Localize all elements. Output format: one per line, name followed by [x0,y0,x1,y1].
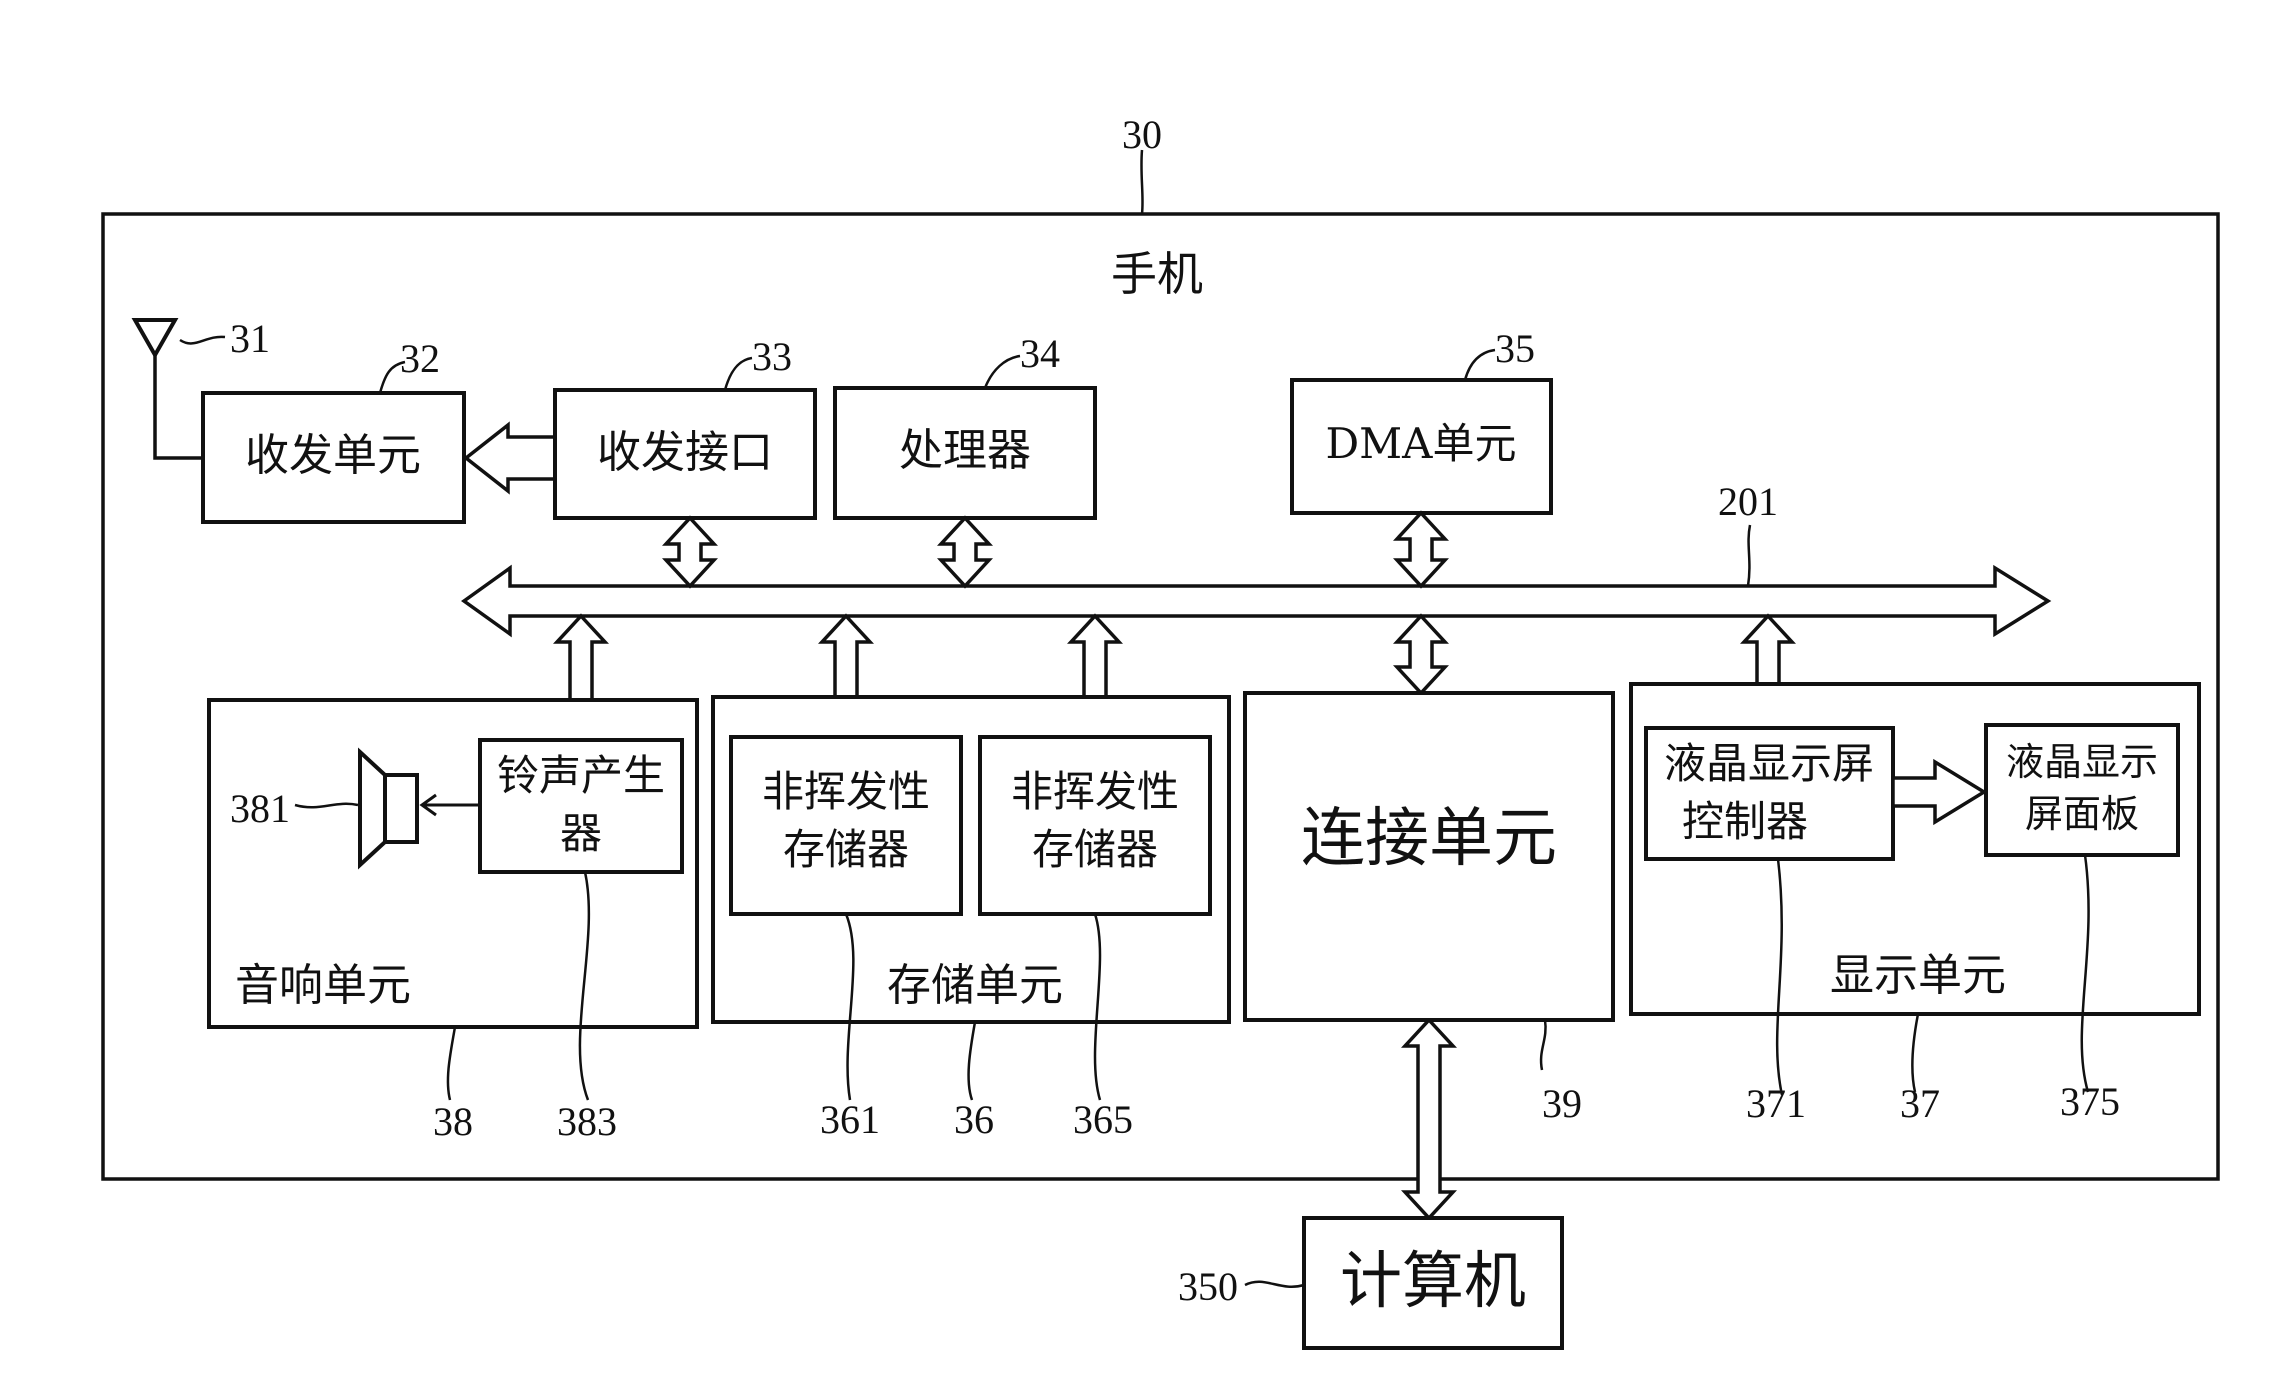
processor-label: 处理器 [899,425,1031,476]
leader-381 [294,802,359,809]
arrow-dma-bus [1393,510,1449,589]
ref-365: 365 [1073,1097,1133,1142]
ref-39: 39 [1542,1081,1582,1126]
ref-383: 383 [557,1099,617,1144]
connection-unit-label: 连接单元 [1301,802,1557,876]
ref-201: 201 [1718,479,1778,524]
display-unit-label: 显示单元 [1830,950,2006,1001]
bus-connection-arrows [553,510,1796,1221]
leader-371 [1775,858,1784,1096]
lcd-panel-label-1: 液晶显示 [2006,740,2158,784]
ref-37: 37 [1900,1081,1940,1126]
phone-boundary [101,212,2220,1181]
computer-label: 计算机 [1340,1244,1526,1317]
antenna-icon [131,318,203,460]
lcd-panel-box [1984,723,2180,857]
ref-38: 38 [433,1099,473,1144]
leader-361 [844,913,855,1101]
transceiver-interface-label: 收发接口 [597,427,773,478]
ref-30: 30 [1122,112,1162,157]
leader-39 [1539,1019,1547,1071]
ref-33: 33 [752,334,792,379]
leader-365 [1093,913,1102,1101]
dma-unit-label: DMA单元 [1325,419,1516,468]
ref-34: 34 [1020,331,1060,376]
leader-34 [983,354,1021,389]
interface-to-transceiver-arrow [463,421,557,495]
ref-381: 381 [230,786,290,831]
leader-33 [723,356,753,391]
system-bus-arrow [460,564,2052,638]
leader-201 [1746,524,1752,587]
ref-371: 371 [1746,1081,1806,1126]
processor-box [833,386,1097,520]
ringtone-to-speaker-arrow [419,793,480,817]
dma-unit-box [1290,378,1553,515]
lcd-controller-label-1: 液晶显示屏 [1664,739,1874,788]
nvm-1-label-2: 存储器 [783,825,909,874]
ringtone-generator-label-2: 器 [560,809,602,858]
lcd-controller-label-2: 控制器 [1682,797,1808,846]
ref-361: 361 [820,1097,880,1142]
lcd-controller-box [1644,726,1895,861]
ref-35: 35 [1495,326,1535,371]
speaker-icon [358,747,419,870]
controller-to-panel-arrow [1891,758,1988,826]
leader-383 [578,871,591,1101]
ref-375: 375 [2060,1079,2120,1124]
leader-36 [967,1021,977,1101]
arrow-connection-computer [1401,1017,1457,1221]
leader-32 [378,360,406,394]
ref-350: 350 [1178,1264,1238,1309]
leader-30 [1140,149,1144,215]
storage-unit-label: 存储单元 [887,960,1063,1011]
nvm-1-label-1: 非挥发性 [762,767,930,816]
nvm-2-box [978,735,1212,916]
leader-35 [1463,348,1496,381]
arrow-bus-connection [1393,613,1449,696]
transceiver-unit-box [201,391,466,524]
phone-title: 手机 [1111,247,1203,301]
leader-38 [446,1026,457,1101]
lcd-panel-label-2: 屏面板 [2025,792,2139,836]
leader-375 [2080,854,2090,1093]
leader-37 [1911,1013,1920,1093]
transceiver-interface-box [553,388,817,520]
arrow-interface-bus [662,515,718,589]
audio-unit-label: 音响单元 [235,960,411,1011]
leader-31 [179,335,226,345]
nvm-2-label-1: 非挥发性 [1011,767,1179,816]
connection-unit-box [1243,691,1615,1022]
ref-31: 31 [230,316,270,361]
computer-box [1302,1216,1564,1350]
nvm-2-label-2: 存储器 [1032,825,1158,874]
ref-32: 32 [400,336,440,381]
ringtone-generator-label-1: 铃声产生 [497,751,665,800]
ref-36: 36 [954,1097,994,1142]
transceiver-unit-label: 收发单元 [245,430,421,481]
arrow-processor-bus [937,515,993,589]
leader-350 [1244,1280,1305,1288]
